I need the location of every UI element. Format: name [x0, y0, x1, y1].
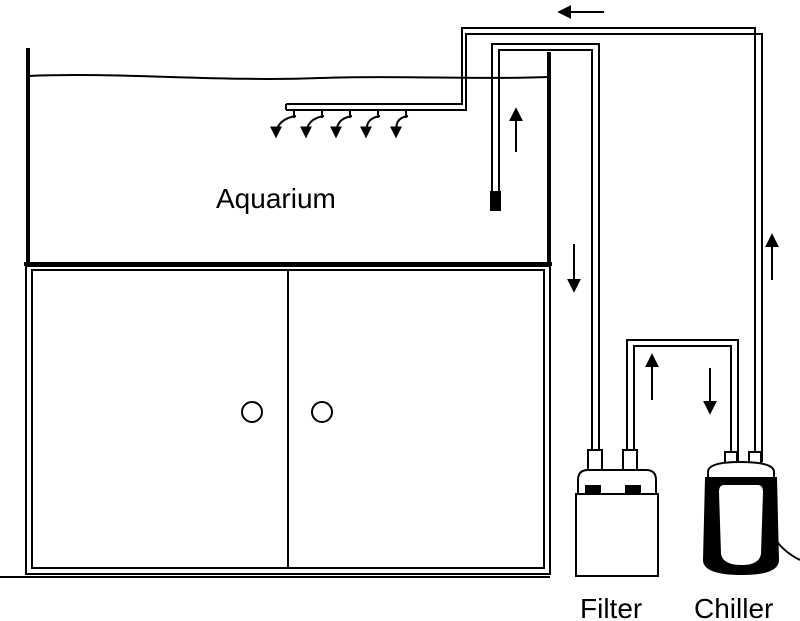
- connector-pipe: [626, 339, 739, 462]
- filter-fitting-left: [587, 449, 603, 471]
- filter-fitting-right: [622, 449, 638, 471]
- intake-strainer: [490, 191, 501, 211]
- spray-arrow: [330, 115, 353, 139]
- chiller-label: Chiller: [694, 593, 773, 621]
- spray-arrow: [360, 115, 381, 139]
- right-door-knob: [311, 401, 333, 423]
- aquarium-label: Aquarium: [216, 183, 336, 214]
- filter-canister: [575, 449, 659, 577]
- left-door-knob: [241, 401, 263, 423]
- aquarium-tank: [24, 48, 552, 266]
- chiller-unit: [702, 451, 800, 576]
- water-surface: [27, 74, 550, 80]
- chiller-top: [707, 460, 775, 479]
- chiller-panel: [716, 483, 766, 568]
- spray-arrow: [390, 115, 409, 139]
- flow-arrows: [509, 5, 779, 415]
- spray-arrow: [300, 115, 325, 139]
- chiller-power-cord: [775, 539, 800, 561]
- cabinet-stand: [0, 265, 551, 578]
- filter-label: Filter: [580, 593, 642, 621]
- intake-pipe: [490, 43, 600, 452]
- spray-arrow: [270, 115, 297, 139]
- spray-arrows: [270, 115, 409, 139]
- return-pipe: [285, 27, 763, 462]
- filter-body: [575, 493, 659, 577]
- cabinet-outer: [25, 265, 551, 575]
